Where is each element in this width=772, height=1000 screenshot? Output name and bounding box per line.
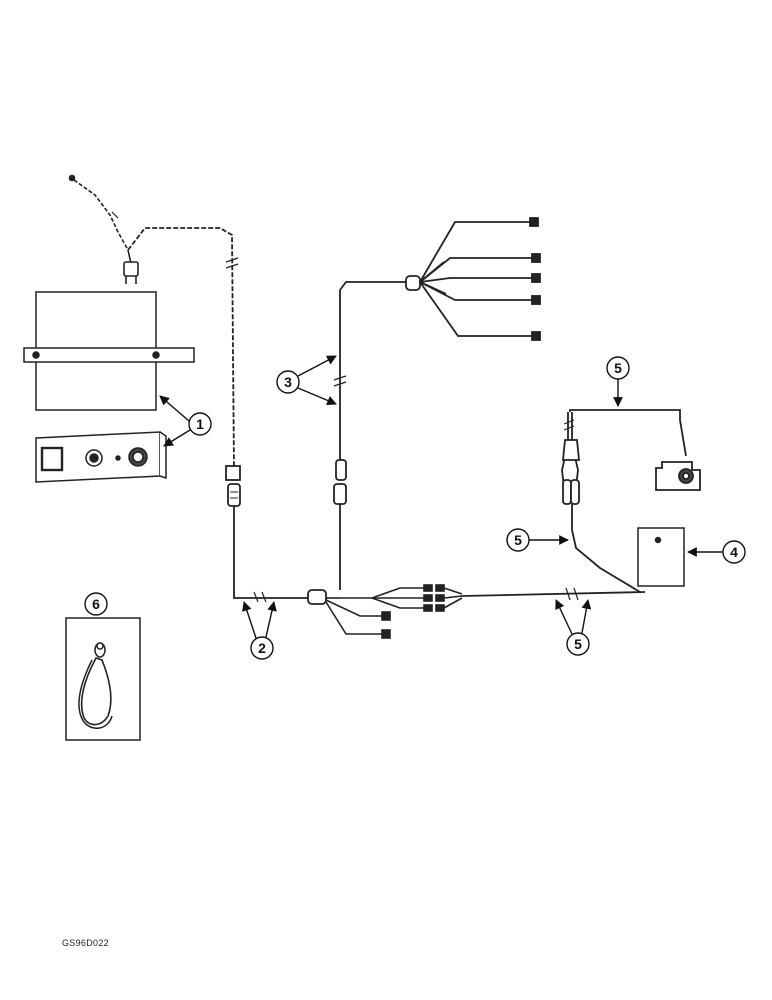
callout-6: 6 (84, 592, 108, 616)
callout-4: 4 (687, 540, 746, 564)
callout-3: 3 (276, 355, 337, 406)
module-box (637, 527, 685, 587)
svg-text:4: 4 (730, 544, 738, 560)
svg-text:5: 5 (614, 360, 622, 376)
junction-branches (325, 584, 463, 639)
svg-text:2: 2 (258, 640, 266, 656)
strap-box (65, 617, 141, 741)
svg-text:1: 1 (196, 416, 204, 432)
svg-text:5: 5 (514, 532, 522, 548)
control-panel (35, 431, 167, 483)
callouts: 1 2 3 4 5 5 (84, 355, 746, 660)
figure-code: GS96D022 (62, 938, 109, 948)
callout-1: 1 (159, 395, 212, 447)
harness-2 (225, 465, 327, 605)
callout-5c: 5 (555, 599, 592, 656)
svg-text:3: 3 (284, 374, 292, 390)
harness-3 (333, 217, 541, 590)
antenna-lead (68, 174, 239, 471)
callout-2: 2 (242, 601, 277, 660)
svg-text:5: 5 (574, 636, 582, 652)
control-unit-box (23, 291, 195, 411)
svg-text:6: 6 (92, 596, 100, 612)
harness-5 (461, 409, 701, 601)
callout-5b: 5 (506, 528, 569, 552)
callout-5a: 5 (606, 356, 630, 407)
